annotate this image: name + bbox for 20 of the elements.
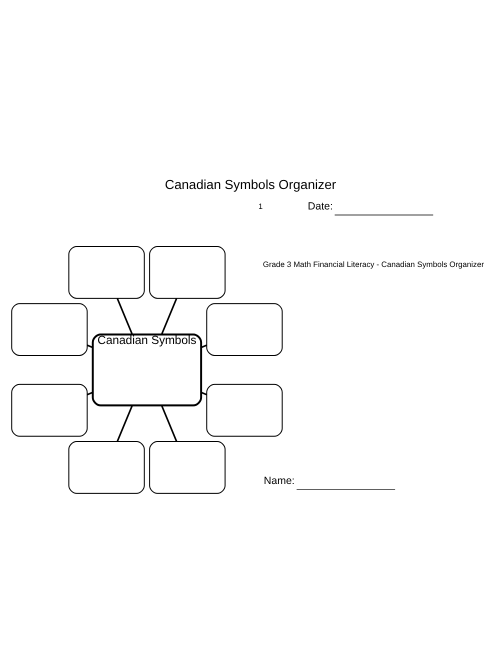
connector [200,391,206,395]
node-box [206,383,282,436]
node-box [10,383,88,436]
connector [200,344,206,348]
label: Date: [307,200,332,212]
node-box [10,302,88,356]
connector [86,344,93,348]
node-box [68,246,144,298]
node-box [148,440,226,494]
node-box [148,246,226,298]
node-box [68,440,144,494]
node-box [206,302,282,356]
connector [116,404,133,442]
connector [160,298,177,334]
connector [160,404,177,442]
label: Name: [263,474,294,487]
connector [116,298,133,334]
connector [86,391,93,395]
node-box: Canadian Symbols [91,333,202,406]
diagram-title: Canadian Symbols Organizer [164,176,336,192]
